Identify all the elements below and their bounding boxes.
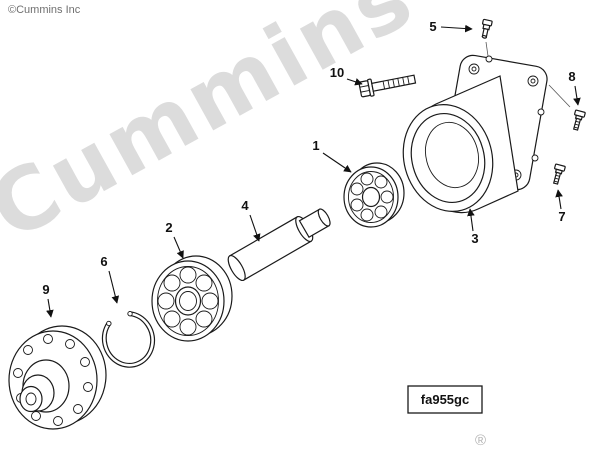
callout-4: 4	[241, 198, 249, 213]
leader-line-2	[173, 236, 184, 259]
snap-ring-lug	[127, 311, 133, 317]
leader-line-3	[467, 208, 475, 232]
leader-line-7	[555, 189, 563, 210]
bearing-bore	[361, 186, 381, 208]
leader-line-9	[46, 298, 54, 318]
part-10-bolt	[358, 74, 417, 98]
part-5-fitting	[481, 18, 493, 39]
shaft-end-face	[227, 254, 246, 282]
part-2-bearing	[151, 255, 233, 342]
bearing-roller	[374, 175, 388, 189]
callout-6: 6	[100, 254, 107, 269]
flange-top-hole	[485, 55, 493, 63]
bearing-bore-inner	[179, 291, 197, 311]
part-6-retaining-ring	[101, 311, 156, 368]
registered-mark: ®	[475, 432, 486, 449]
housing-bore-back	[425, 121, 479, 189]
hub-bolt-hole	[43, 334, 53, 344]
part-4-shaft	[227, 208, 331, 282]
bearing-roller	[179, 318, 197, 336]
bearing-roller	[201, 292, 219, 310]
snap-ring-lug	[106, 320, 112, 327]
copyright-text: ©Cummins Inc	[8, 4, 81, 16]
bearing-race	[348, 171, 394, 223]
leader-line-6	[108, 270, 120, 304]
part-7-bolt	[552, 163, 566, 185]
shaft-pilot-face	[317, 208, 331, 227]
callout-1: 1	[312, 138, 319, 153]
bearing-roller	[179, 266, 197, 284]
bearing-roller	[163, 274, 181, 292]
bolt-threads	[382, 76, 410, 90]
hub-bolt-hole	[80, 357, 90, 367]
leader-line-5	[440, 24, 473, 33]
hub-bolt-hole	[13, 368, 23, 378]
callout-9: 9	[42, 282, 49, 297]
assembly-line-fitting-5	[485, 41, 489, 57]
bearing-race	[157, 266, 219, 336]
part-8-bolt	[572, 109, 586, 131]
bolt-threads	[574, 120, 580, 129]
hub-bolt-hole	[73, 404, 83, 414]
leader-line-4	[249, 214, 261, 242]
bearing-roller	[380, 190, 394, 204]
flange-edge-boss	[537, 108, 545, 116]
part-9-hub	[8, 325, 107, 430]
bearing-roller	[350, 182, 364, 196]
hub-pilot	[19, 385, 43, 413]
hub-bolt-hole	[31, 411, 41, 421]
bolt-head-facets	[359, 85, 370, 93]
bearing-roller	[195, 310, 213, 328]
figure-code-border	[407, 385, 483, 414]
bearing-roller	[374, 205, 388, 219]
flange-corner-hole	[530, 78, 536, 84]
snap-ring-band-inner	[103, 312, 154, 367]
figure-code-text: fa955gc	[421, 392, 469, 407]
leader-line-1	[322, 152, 352, 173]
leader-line-8	[573, 85, 581, 106]
hub-bolt-hole	[23, 345, 33, 355]
bearing-roller	[157, 292, 175, 310]
assembly-line-bolt-8	[548, 84, 571, 108]
hub-bolt-hole	[53, 416, 63, 426]
callout-8: 8	[568, 69, 575, 84]
flange-edge-boss	[531, 154, 539, 162]
callout-7: 7	[558, 209, 565, 224]
figure-code-box: fa955gc	[407, 385, 483, 414]
hub-bolt-hole	[83, 382, 93, 392]
callout-10: 10	[330, 65, 344, 80]
leader-line-10	[346, 78, 363, 86]
callout-2: 2	[165, 220, 172, 235]
bearing-roller	[195, 274, 213, 292]
snap-ring-band	[101, 311, 156, 368]
callout-5: 5	[429, 19, 436, 34]
bearing-roller	[360, 172, 374, 186]
part-1-bearing	[343, 162, 405, 228]
fitting-tip	[481, 34, 487, 39]
part-3-housing	[402, 54, 548, 214]
callout-3: 3	[471, 231, 478, 246]
bearing-roller	[360, 208, 374, 222]
flange-corner-hole	[471, 66, 477, 72]
bearing-roller	[350, 198, 364, 212]
hub-bolt-hole	[65, 339, 75, 349]
bolt-threads	[554, 174, 560, 183]
hub-pilot-bore	[25, 392, 37, 406]
bearing-roller	[163, 310, 181, 328]
